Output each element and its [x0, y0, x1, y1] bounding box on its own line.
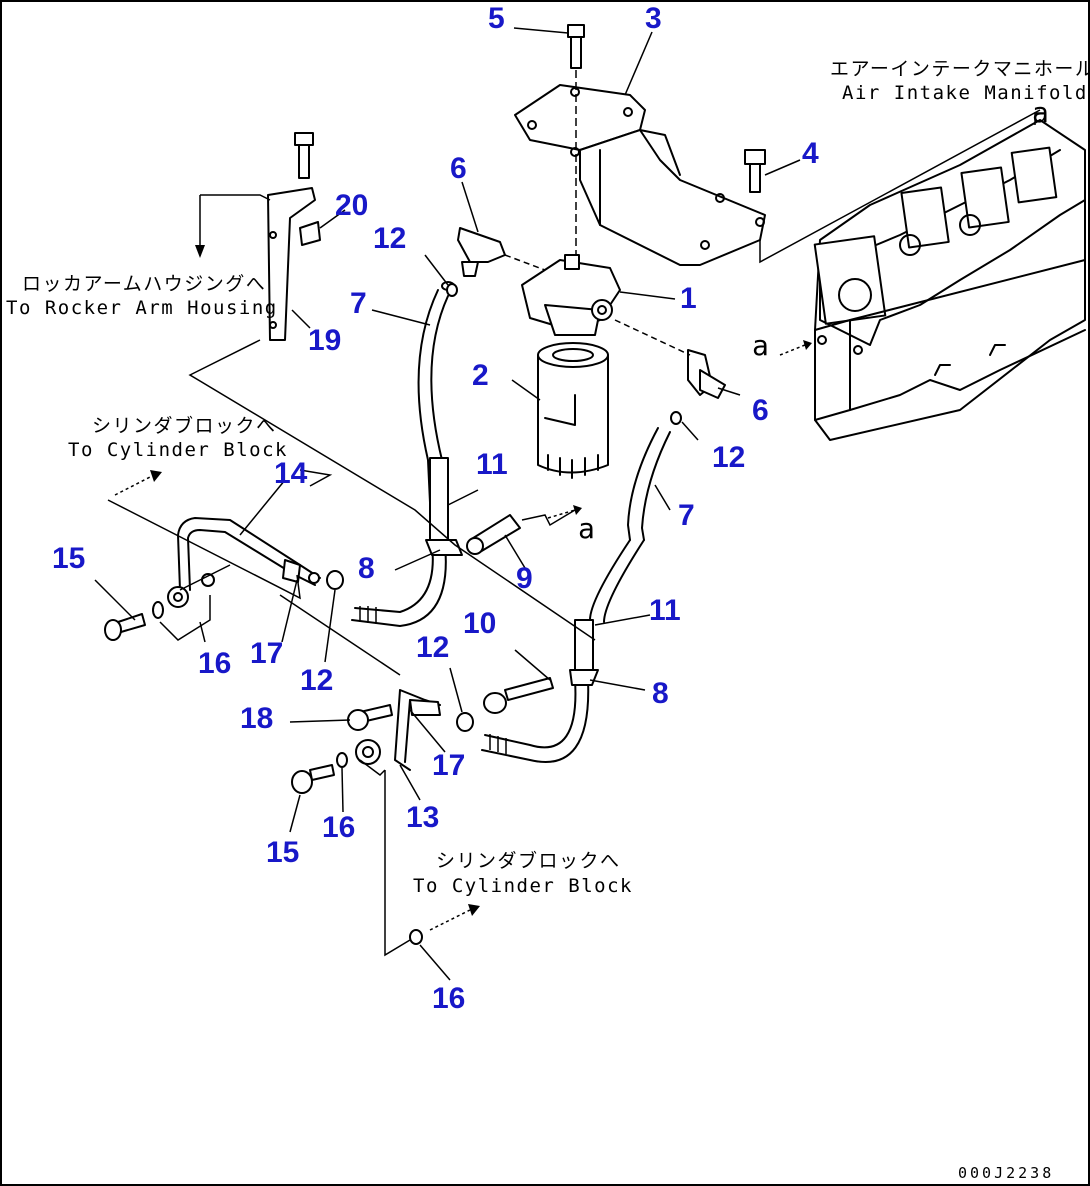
bolt-15-upper [104, 613, 146, 641]
note-cyl2-jp: シリンダブロックへ [436, 849, 621, 872]
elbow-6-top [457, 227, 546, 277]
bolt-15-lower [291, 764, 335, 794]
callout-4: 4 [802, 137, 819, 170]
callout-9: 9 [516, 562, 533, 595]
callout-16a: 16 [198, 647, 231, 680]
callout-11b: 11 [649, 594, 681, 627]
callout-6a: 6 [450, 152, 467, 185]
note-intake-en: Air Intake Manifold [842, 82, 1088, 104]
note-rocker-jp: ロッカアームハウジングへ [22, 273, 266, 295]
bracket-3 [514, 84, 766, 266]
callout-8a: 8 [358, 552, 375, 585]
callout-17a: 17 [250, 637, 283, 670]
reference-lines [107, 194, 812, 957]
callout-12c: 12 [300, 664, 333, 697]
bolt-4 [744, 149, 766, 193]
callout-15b: 15 [266, 836, 299, 869]
connector-9 [466, 509, 576, 555]
callout-14: 14 [274, 457, 308, 490]
callout-12a: 12 [373, 222, 406, 255]
marker-a-2: a [578, 512, 595, 545]
bolt-18 [347, 704, 393, 731]
callout-7a: 7 [350, 287, 367, 320]
callout-8b: 8 [652, 677, 669, 710]
washers [152, 283, 682, 945]
callout-1: 1 [680, 282, 697, 315]
callout-7b: 7 [678, 499, 695, 532]
callout-12d: 12 [416, 631, 449, 664]
note-cyl2-en: To Cylinder Block [413, 875, 633, 897]
filter-head-1 [521, 254, 621, 336]
callout-18: 18 [240, 702, 273, 735]
callout-3: 3 [645, 2, 662, 35]
bolt-5 [567, 24, 585, 260]
hose-8-right [481, 679, 590, 763]
note-rocker-en: To Rocker Arm Housing [6, 297, 278, 319]
hose-7-right [589, 427, 671, 623]
marker-a-3: a [1032, 96, 1049, 129]
callout-16c: 16 [432, 982, 465, 1015]
drawing-code: 000J2238 [958, 1164, 1054, 1182]
clamp-11-left [425, 457, 463, 556]
air-intake-manifold [813, 112, 1086, 441]
note-intake-jp: エアーインテークマニホールド [830, 58, 1090, 80]
leader-lines [94, 27, 801, 981]
bolt-10 [483, 677, 554, 714]
callout-15a: 15 [52, 542, 85, 575]
note-cyl1-en: To Cylinder Block [68, 439, 288, 461]
clamp-11-right [569, 619, 599, 686]
callout-10: 10 [463, 607, 496, 640]
bracket-19 [267, 187, 321, 341]
pipe-13 [355, 689, 441, 771]
marker-a-1: a [752, 329, 769, 362]
callout-20: 20 [335, 189, 368, 222]
callout-19: 19 [308, 324, 341, 357]
callout-6b: 6 [752, 394, 769, 427]
callout-17b: 17 [432, 749, 465, 782]
callout-2: 2 [472, 359, 489, 392]
callout-5: 5 [488, 2, 505, 35]
callouts: 1 2 3 4 5 6 6 7 7 8 8 9 10 11 11 12 12 1… [52, 2, 819, 1015]
bolt-19 [294, 132, 314, 179]
callout-13: 13 [406, 801, 439, 834]
callout-11a: 11 [476, 448, 508, 481]
elbow-6-right [614, 319, 726, 399]
pipe-14 [167, 517, 321, 608]
hose-8-left [351, 544, 447, 627]
callout-12b: 12 [712, 441, 745, 474]
callout-16b: 16 [322, 811, 355, 844]
filter-2 [537, 342, 609, 479]
note-cyl1-jp: シリンダブロックへ [92, 414, 277, 437]
